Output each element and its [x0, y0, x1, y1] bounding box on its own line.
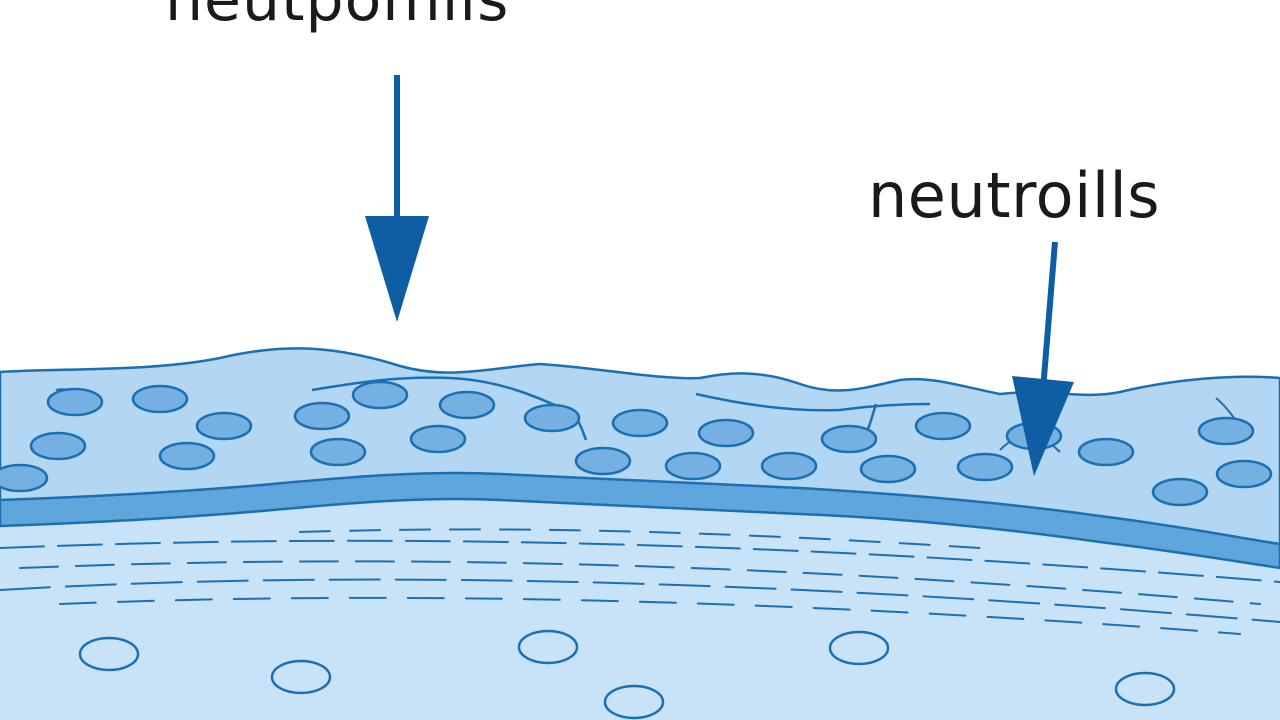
neutrophil-cell: [0, 463, 49, 493]
down-arrow-icon: [1012, 241, 1074, 476]
neutrophil-cell: [697, 418, 755, 448]
neutrophil-cell: [351, 380, 409, 410]
neutrophil-cell: [1197, 416, 1255, 446]
neutrophil-cell: [195, 411, 253, 441]
tissue-cell: [270, 659, 332, 695]
neutrophil-cell: [29, 431, 87, 461]
tissue-cell: [603, 684, 665, 720]
neutrophil-cell: [438, 390, 496, 420]
neutrophil-cell: [1151, 477, 1209, 507]
neutrophil-cell: [574, 446, 632, 476]
neutrophil-cell: [664, 451, 722, 481]
fiber-line: [299, 528, 981, 549]
lower-cells: [78, 629, 1176, 720]
neutrophil-cell: [46, 387, 104, 417]
fold-line: [695, 392, 931, 412]
tissue-cell: [517, 629, 579, 665]
tissue-cell: [78, 636, 140, 672]
neutrophil-cell: [293, 401, 351, 431]
neutrophil-cell: [859, 454, 917, 484]
neutrophil-cell: [523, 403, 581, 433]
connective-fibers: [0, 528, 1280, 635]
neutrophil-cell: [158, 441, 216, 471]
neutrophil-cell: [409, 424, 467, 454]
fiber-line: [0, 578, 1280, 623]
neutrophil-cell: [309, 437, 367, 467]
label-neutroills: neutroills: [868, 159, 1161, 232]
neutrophil-cell: [611, 408, 669, 438]
tissue-cell: [1114, 671, 1176, 707]
basement-membrane: [0, 471, 1280, 570]
neutrophil-cell: [914, 411, 972, 441]
neutrophil-cell: [1077, 437, 1135, 467]
upper-cells: [0, 380, 1273, 507]
neutrophil-cell: [760, 451, 818, 481]
neutrophil-cell: [956, 452, 1014, 482]
fiber-line: [19, 560, 1261, 605]
tissue-cell: [828, 630, 890, 666]
label-neutpomils: neutpomils: [165, 0, 510, 35]
neutrophil-cell: [1215, 459, 1273, 489]
fiber-line: [59, 596, 1241, 635]
neutrophil-cell: [131, 384, 189, 414]
neutrophil-cell: [820, 424, 878, 454]
fiber-line: [0, 539, 1280, 583]
down-arrow-icon: [365, 75, 429, 322]
